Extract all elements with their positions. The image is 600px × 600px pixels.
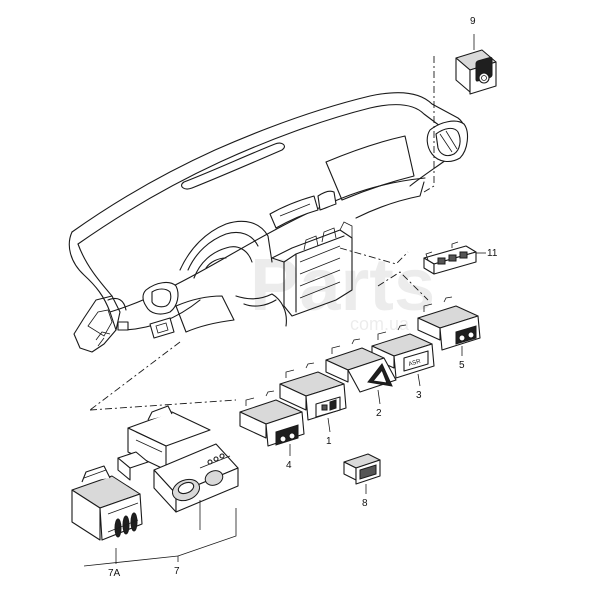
callout-3: 3 bbox=[416, 390, 422, 401]
watermark: Parts com.ua bbox=[250, 243, 435, 334]
callout-9: 9 bbox=[470, 16, 476, 27]
callout-4: 4 bbox=[286, 460, 292, 471]
watermark-domain: com.ua bbox=[350, 314, 410, 334]
callout-7a: 7A bbox=[108, 568, 121, 579]
watermark-brand: Parts bbox=[250, 243, 435, 326]
callout-1: 1 bbox=[326, 436, 332, 447]
callout-8: 8 bbox=[362, 498, 368, 509]
callout-11: 11 bbox=[487, 248, 498, 259]
assembly-lines bbox=[89, 56, 435, 411]
part-3-asr-switch: ASR 3 bbox=[371, 324, 435, 401]
part-4-switch: 4 bbox=[239, 390, 305, 471]
asr-label: ASR bbox=[408, 359, 422, 368]
part-7-light-switch: 7 bbox=[83, 405, 239, 577]
part-5-switch: 5 bbox=[417, 296, 481, 371]
part-2-hazard-switch: 2 bbox=[325, 338, 397, 419]
part-7a-switch-module: 7A bbox=[71, 465, 143, 579]
part-11-switch-frame: 11 bbox=[423, 241, 498, 275]
callout-2: 2 bbox=[376, 408, 382, 419]
part-9-rotary-switch: 9 bbox=[455, 16, 497, 95]
callout-5: 5 bbox=[459, 360, 465, 371]
dashboard-panel bbox=[68, 92, 469, 353]
part-1-switch: 1 bbox=[279, 362, 347, 447]
part-8-small-switch: 8 bbox=[343, 453, 381, 509]
callout-7: 7 bbox=[174, 566, 180, 577]
